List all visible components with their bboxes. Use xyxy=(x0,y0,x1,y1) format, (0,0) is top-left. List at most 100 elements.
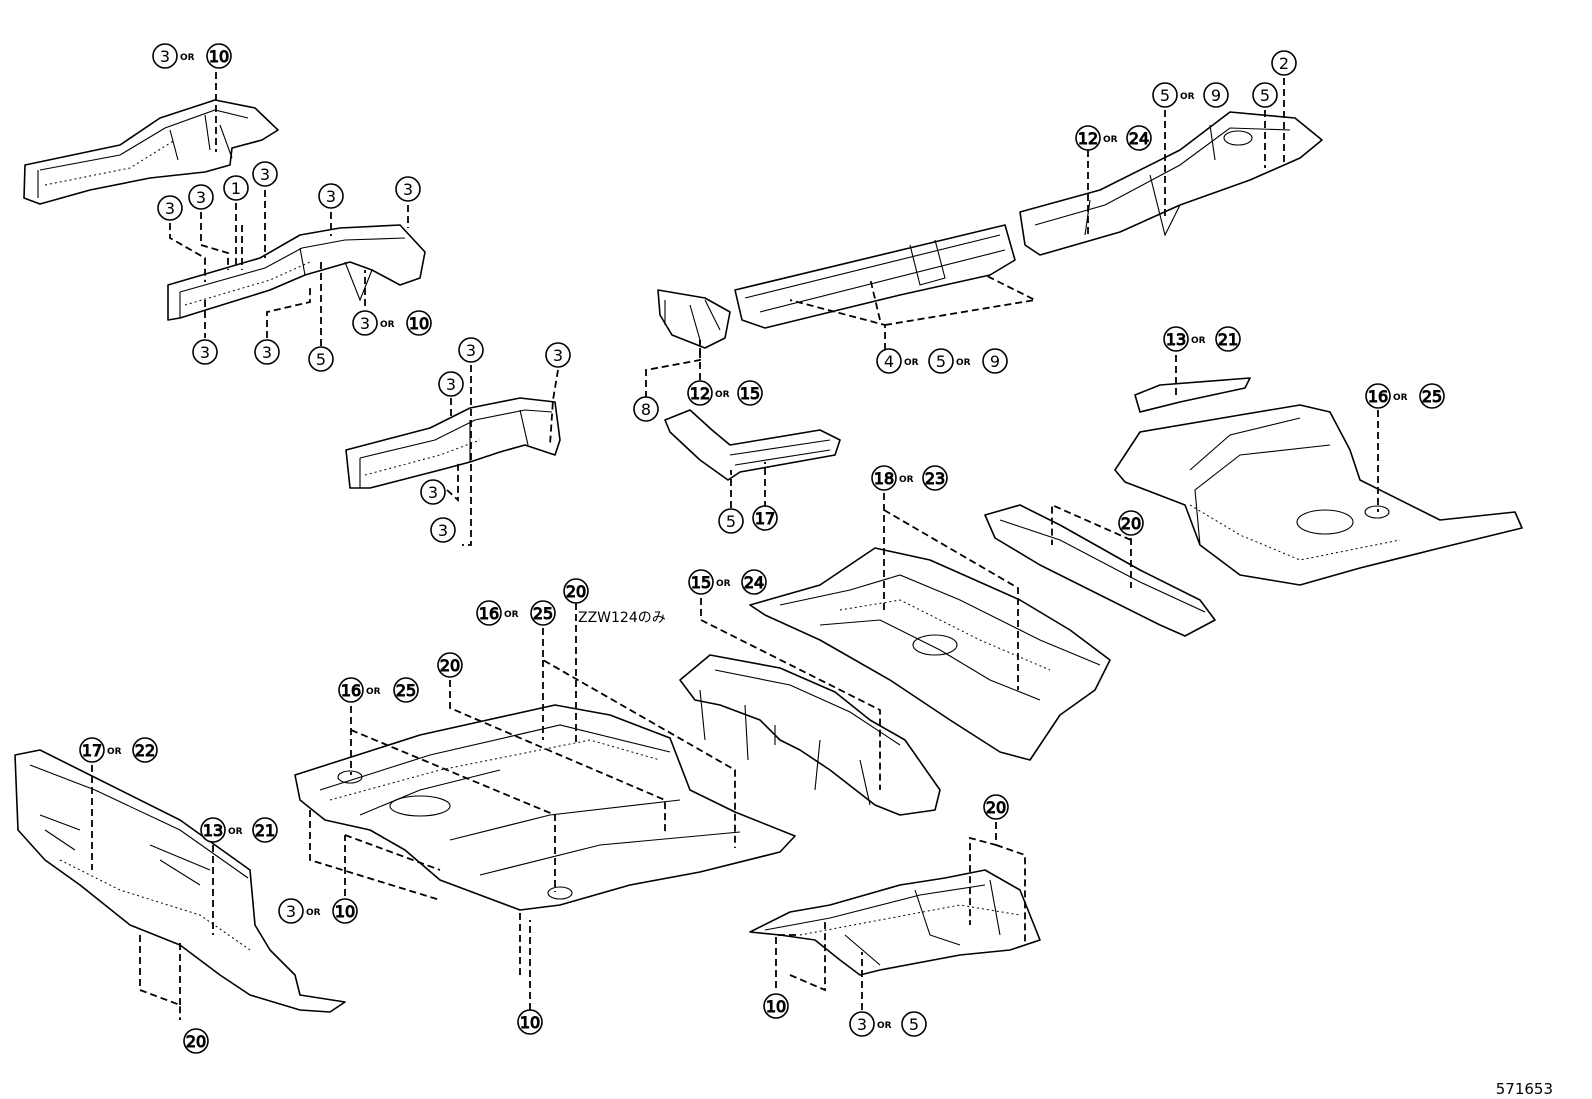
callout-20: 20 xyxy=(183,1028,209,1054)
callout-or: OR xyxy=(1180,92,1195,102)
callout-5-or-9: 5 OR 9 xyxy=(1152,82,1229,108)
front-floor-pan xyxy=(294,704,796,911)
callout-ring xyxy=(983,794,1009,820)
callout-3: 3 xyxy=(458,337,484,363)
callout-number: 3 xyxy=(286,902,296,921)
callout-ring xyxy=(1152,82,1178,108)
callout-number: 20 xyxy=(440,656,460,675)
callout-number: 13 xyxy=(203,821,223,840)
callout-ring xyxy=(406,310,432,336)
callout-number: 3 xyxy=(196,188,206,207)
callout-8: 8 xyxy=(633,396,659,422)
callout-number: 3 xyxy=(466,341,476,360)
callout-ring xyxy=(438,371,464,397)
callout-number: 3 xyxy=(438,521,448,540)
callout-ring xyxy=(982,348,1008,374)
crossmember-long xyxy=(734,224,1016,329)
callout-ring xyxy=(741,569,767,595)
callout-number: 16 xyxy=(341,681,361,700)
callout-or: OR xyxy=(716,579,731,589)
callout-3: 3 xyxy=(430,517,456,543)
dash-panel xyxy=(14,749,346,1013)
callout-ring xyxy=(252,817,278,843)
callout-number: 3 xyxy=(857,1015,867,1034)
callout-ring xyxy=(132,737,158,763)
callout-ring xyxy=(332,898,358,924)
callout-number: 5 xyxy=(1260,86,1270,105)
callout-number: 3 xyxy=(326,187,336,206)
callout-number: 8 xyxy=(641,400,651,419)
callout-ring xyxy=(901,1011,927,1037)
callout-or: OR xyxy=(956,358,971,368)
callout-ring xyxy=(206,43,232,69)
callout-ring xyxy=(688,569,714,595)
callout-ring xyxy=(687,380,713,406)
callout-3: 3 xyxy=(420,479,446,505)
callout-ring xyxy=(308,346,334,372)
callout-number: 9 xyxy=(990,352,1000,371)
callout-ring xyxy=(517,1009,543,1035)
callout-ring xyxy=(876,348,902,374)
callout-number: 3 xyxy=(160,47,170,66)
callout-or: OR xyxy=(306,908,321,918)
leader-lines xyxy=(91,72,1379,1020)
callout-number: 16 xyxy=(479,604,499,623)
callout-ring xyxy=(200,817,226,843)
callout-ring xyxy=(849,1011,875,1037)
callout-ring xyxy=(1075,125,1101,151)
callout-5: 5 xyxy=(1252,82,1278,108)
callout-number: 21 xyxy=(1218,330,1238,349)
callout-number: 17 xyxy=(755,509,775,528)
callout-ring xyxy=(188,184,214,210)
callout-20: 20 xyxy=(983,794,1009,820)
callout-number: 3 xyxy=(428,483,438,502)
callout-ring xyxy=(338,677,364,703)
callout-15-or-24: 15 OR 24 xyxy=(688,569,767,595)
callout-3-or-10-top: 3 OR 10 xyxy=(152,43,232,69)
callout-number: 10 xyxy=(209,47,229,66)
callout-or: OR xyxy=(899,475,914,485)
callout-or: OR xyxy=(366,687,381,697)
callout-number: 20 xyxy=(1121,514,1141,533)
callout-number: 3 xyxy=(553,346,563,365)
rear-floor-side xyxy=(749,869,1041,976)
callout-ring xyxy=(545,342,571,368)
callout-number: 2 xyxy=(1279,54,1289,73)
callout-ring xyxy=(928,348,954,374)
callout-or: OR xyxy=(715,390,730,400)
callout-3: 3 xyxy=(252,161,278,187)
callout-number: 5 xyxy=(909,1015,919,1034)
callout-number: 5 xyxy=(726,512,736,531)
rear-side-member-right xyxy=(1019,111,1323,256)
callout-number: 9 xyxy=(1211,86,1221,105)
callout-ring xyxy=(563,578,589,604)
callout-16-or-25-rear: 16 OR 25 xyxy=(1365,383,1445,409)
callout-20: 20 xyxy=(1118,510,1144,536)
callout-number: 3 xyxy=(262,343,272,362)
callout-ring xyxy=(223,175,249,201)
callout-number: 12 xyxy=(690,384,710,403)
callout-ring xyxy=(737,380,763,406)
callout-number: 1 xyxy=(231,179,241,198)
callout-3: 3 xyxy=(188,184,214,210)
callout-ring xyxy=(718,508,744,534)
callout-ring xyxy=(1271,50,1297,76)
callout-ring xyxy=(1163,326,1189,352)
callout-or: OR xyxy=(107,747,122,757)
callout-or: OR xyxy=(228,827,243,837)
callout-3: 3 xyxy=(318,183,344,209)
callout-number: 10 xyxy=(409,314,429,333)
model-note: ZZW124のみ xyxy=(578,610,666,626)
callout-number: 25 xyxy=(533,604,553,623)
callout-number: 18 xyxy=(874,469,894,488)
callout-13-or-21-dash: 13 OR 21 xyxy=(200,817,278,843)
rear-crossmember xyxy=(984,504,1216,637)
callout-ring xyxy=(192,339,218,365)
callout-number: 3 xyxy=(260,165,270,184)
callout-number: 23 xyxy=(925,469,945,488)
callout-12-or-15: 12 OR 15 xyxy=(687,380,763,406)
callout-ring xyxy=(395,176,421,202)
callout-ring xyxy=(430,517,456,543)
callout-ring xyxy=(530,600,556,626)
callout-ring xyxy=(633,396,659,422)
